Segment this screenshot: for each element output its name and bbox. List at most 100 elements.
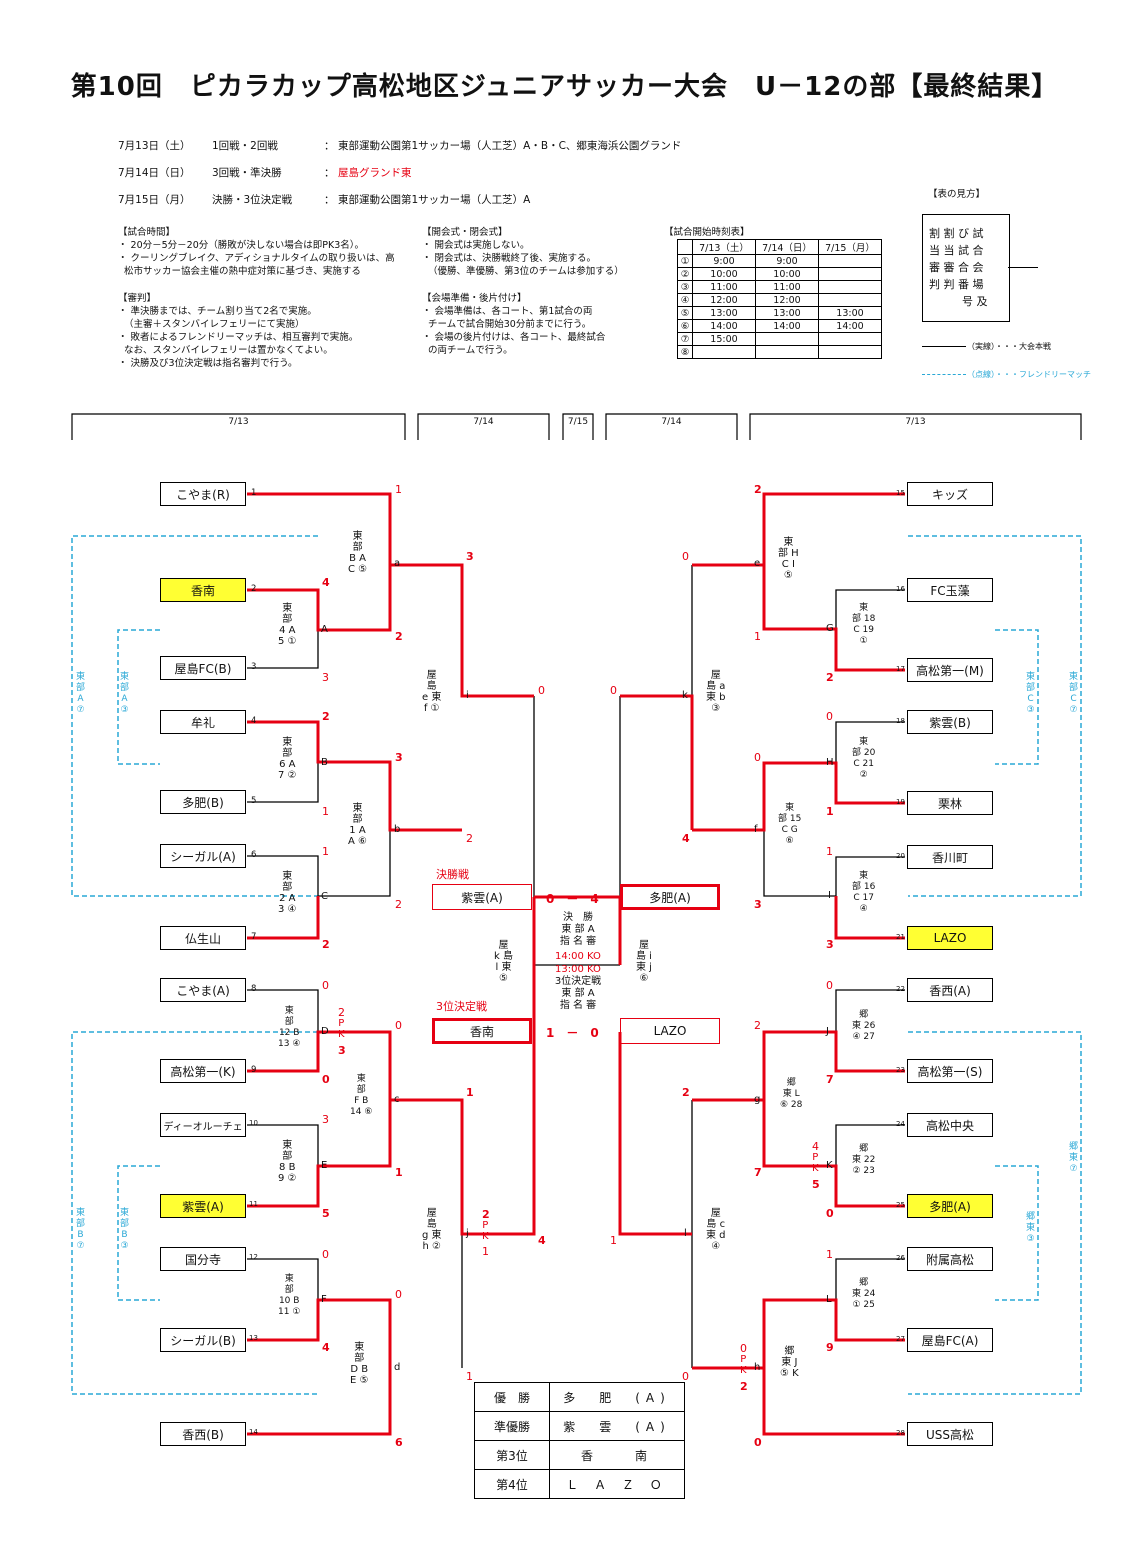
score: 2 xyxy=(322,938,330,951)
match-info: 東 部 1 A A ⑥ xyxy=(348,803,367,847)
match-label: g xyxy=(754,1094,761,1105)
team-number: 21 xyxy=(896,933,905,941)
score: 6 xyxy=(395,1436,403,1449)
datebar-3: 7/15 xyxy=(567,417,589,427)
match-label: b xyxy=(394,824,401,835)
match-info: 屋 島 c 東 d ④ xyxy=(706,1208,726,1252)
score: 4 xyxy=(322,1341,330,1354)
friendly-label: 東 部 A ③ xyxy=(120,672,130,715)
friendly-label: 東 部 A ⑦ xyxy=(76,672,86,715)
match-label: A xyxy=(321,624,328,635)
score: 2 xyxy=(395,630,403,643)
legend-title: 【表の見方】 xyxy=(928,189,986,200)
team-number: 16 xyxy=(896,585,905,593)
results-row: 第3位香 南 xyxy=(474,1440,685,1470)
score: 4 xyxy=(538,1234,546,1247)
match-label: c xyxy=(394,1094,400,1105)
final-score: 0 － 4 xyxy=(546,892,599,906)
timetable-title: 【試合開始時刻表】 xyxy=(664,227,750,238)
team-box: ディーオルーチェ xyxy=(160,1113,246,1137)
team-box: こやま(A) xyxy=(160,978,246,1002)
score: 1 xyxy=(482,1245,489,1258)
page-title: 第10回 ピカラカップ高松地区ジュニアサッカー大会 U－12の部【最終結果】 xyxy=(70,72,1059,102)
score: 0 xyxy=(754,1436,762,1449)
friendly-label: 東 部 C ③ xyxy=(1026,672,1036,715)
legend-box: 割 割 び 試 当 当 試 合 審 審 合 会 判 判 番 場 号 及 xyxy=(922,214,1010,322)
score: 2 xyxy=(395,898,402,911)
team-number: 12 xyxy=(249,1253,258,1261)
score: 1 xyxy=(322,805,329,818)
bracket-red xyxy=(247,492,905,1436)
third-label: 3位決定戦 xyxy=(436,1000,487,1013)
schedule-row-2: 7月14日（日）3回戦・準決勝：屋島グランド東 xyxy=(118,167,412,179)
score: 7 xyxy=(754,1166,762,1179)
score: 3 xyxy=(466,550,474,563)
match-label: B xyxy=(321,757,328,768)
notes-match-time: 【試合時間】 ・ 20分－5分－20分（勝敗が決しない場合は即PK3名）。 ・ … xyxy=(118,227,395,277)
match-label: I xyxy=(828,890,831,901)
match-label: k xyxy=(682,690,688,701)
match-info: 東 部 20 C 21 ② xyxy=(852,737,876,780)
score: 2 xyxy=(754,1019,761,1032)
team-number: 5 xyxy=(251,796,257,806)
team-box: 栗林 xyxy=(907,791,993,815)
score: 2 xyxy=(754,483,762,496)
friendly-lines xyxy=(71,535,1082,1395)
match-label: a xyxy=(394,558,401,569)
team-box: 多肥(B) xyxy=(160,790,246,814)
match-info: 東 部 B A C ⑤ xyxy=(348,531,368,575)
match-info: 東 部 6 A 7 ② xyxy=(278,737,297,781)
team-number: 13 xyxy=(249,1334,258,1342)
team-box: こやま(R) xyxy=(160,482,246,506)
datebar-4: 7/14 xyxy=(661,417,682,427)
team-box: 香川町 xyxy=(907,845,993,869)
final-time: 14:00 KO xyxy=(555,951,601,962)
friendly-label: 郷 東 ⑦ xyxy=(1069,1142,1079,1174)
score: 0 xyxy=(826,710,833,723)
team-box: 屋島FC(B) xyxy=(160,656,246,680)
score: 1 xyxy=(610,1234,617,1247)
score: 0 xyxy=(826,1207,834,1220)
date-bar xyxy=(71,413,1082,440)
legend-solid-line xyxy=(922,346,966,347)
team-box: FC玉藻 xyxy=(907,578,993,602)
score: 0 xyxy=(322,1073,330,1086)
match-info: 郷 東 22 ② 23 xyxy=(852,1144,876,1176)
final-right-team: 多肥(A) xyxy=(620,884,720,910)
score: 7 xyxy=(826,1073,834,1086)
team-box: 香西(A) xyxy=(907,978,993,1002)
notes-venue-prep: 【会場準備・後片付け】 ・ 会場準備は、各コート、第1試合の両 チームで試合開始… xyxy=(422,293,606,356)
pk-label: P K xyxy=(482,1220,489,1242)
match-label: i xyxy=(466,690,469,701)
score: 3 xyxy=(395,751,403,764)
third-score: 1 － 0 xyxy=(546,1026,599,1040)
team-number: 10 xyxy=(249,1119,258,1127)
score: 1 xyxy=(826,1248,833,1261)
match-info: 東 部 15 C G ⑥ xyxy=(778,803,802,846)
match-label: C xyxy=(321,891,328,902)
legend-dashed-line xyxy=(922,374,966,375)
pk-label: P K xyxy=(812,1152,819,1174)
score: 4 xyxy=(322,576,330,589)
score: 3 xyxy=(322,1113,329,1126)
match-info: 東 部 2 A 3 ④ xyxy=(278,871,297,915)
team-number: 9 xyxy=(251,1065,257,1075)
match-label: H xyxy=(826,757,834,768)
final-left-team: 紫雲(A) xyxy=(432,884,532,910)
score: 2 xyxy=(466,832,473,845)
schedule-row-1: 7月13日（土）1回戦・2回戦：東部運動公園第1サッカー場（人工芝）A・B・C、… xyxy=(118,140,682,152)
team-box-highlight: 香南 xyxy=(160,578,246,602)
match-info: 東 部 D B E ⑤ xyxy=(350,1342,369,1386)
team-box: 屋島FC(A) xyxy=(907,1328,993,1352)
schedule-row-3: 7月15日（月）決勝・3位決定戦：東部運動公園第1サッカー場（人工芝）A xyxy=(118,194,531,206)
team-box-highlight: 紫雲(A) xyxy=(160,1194,246,1218)
team-number: 14 xyxy=(249,1428,258,1436)
pk-label: P K xyxy=(338,1018,345,1040)
score: 1 xyxy=(466,1370,473,1383)
match-label: l xyxy=(684,1228,687,1239)
team-box: 高松第一(S) xyxy=(907,1059,993,1083)
final-label: 決勝戦 xyxy=(436,868,469,881)
